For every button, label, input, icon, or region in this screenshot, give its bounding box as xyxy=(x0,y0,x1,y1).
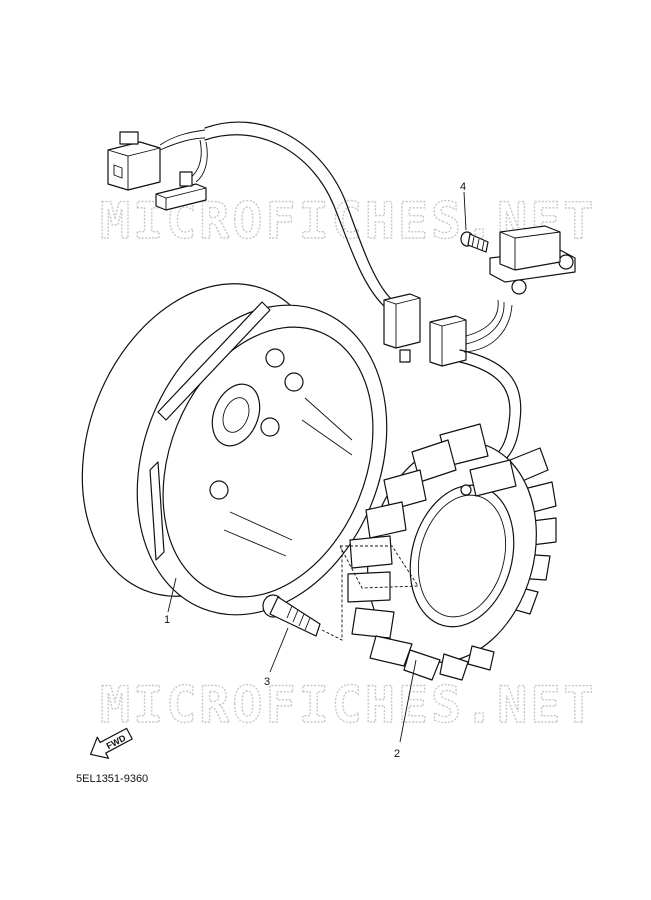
callout-2: 2 xyxy=(394,748,400,760)
leader-1 xyxy=(167,577,177,613)
fwd-arrow-icon: FWD xyxy=(89,727,133,759)
watermark-bottom: MICROFICHES.NET xyxy=(100,676,597,734)
connector-small xyxy=(155,171,207,211)
rotor-flywheel-part-1 xyxy=(81,283,388,616)
callout-4: 4 xyxy=(460,181,466,193)
connector-mid xyxy=(383,293,467,367)
callout-1: 1 xyxy=(164,614,170,626)
callout-3: 3 xyxy=(264,676,270,688)
wire-harness xyxy=(107,121,522,471)
leader-2 xyxy=(399,659,417,743)
leader-3 xyxy=(269,627,289,673)
diagram-code: 5EL1351-9360 xyxy=(76,773,148,785)
pickup-bracket xyxy=(489,225,576,295)
connector-top xyxy=(107,131,161,191)
screw-part-4 xyxy=(460,231,489,253)
bolt-part-3 xyxy=(262,548,343,641)
leader-4 xyxy=(463,191,467,231)
stator-part-2 xyxy=(339,423,557,681)
